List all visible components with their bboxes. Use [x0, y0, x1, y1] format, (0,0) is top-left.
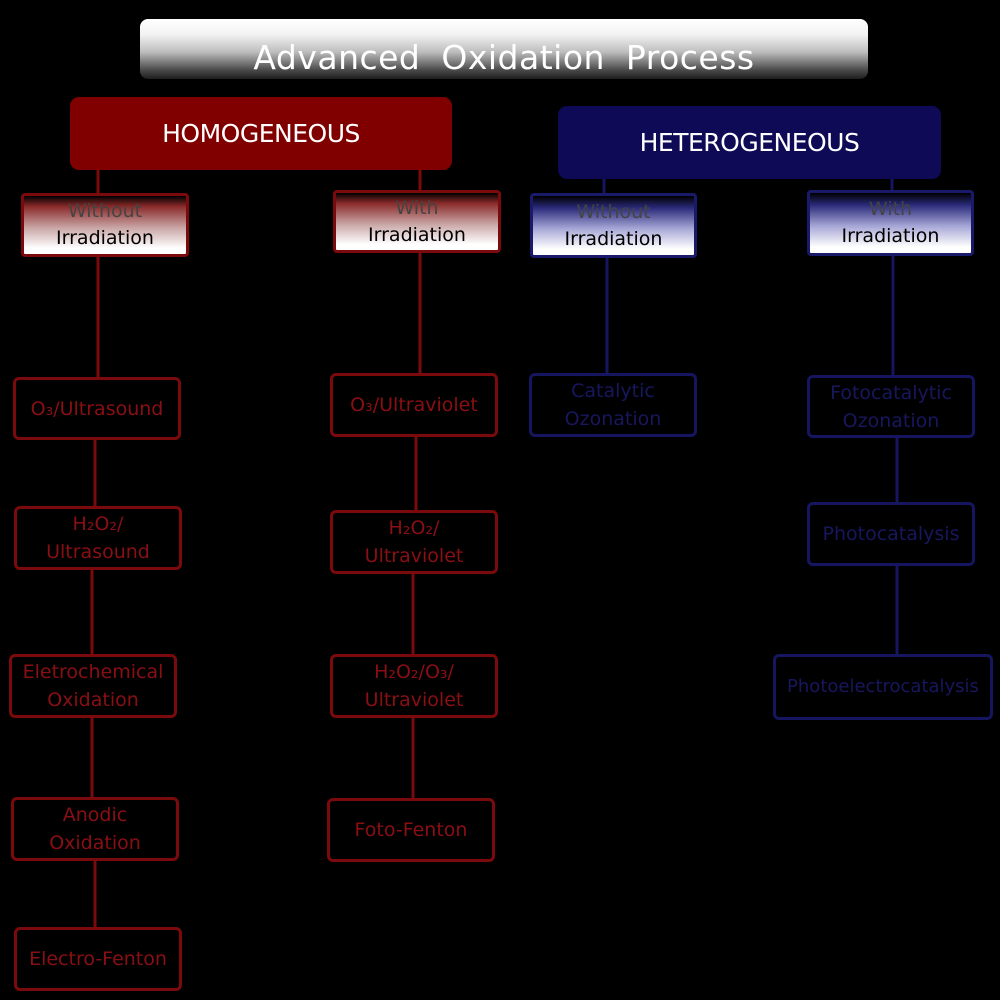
leaf-h2o2-ultrasound: H₂O₂/ Ultrasound: [14, 506, 182, 570]
branch-label-line1: With: [395, 196, 439, 219]
leaf-h2o2-o3-ultraviolet: H₂O₂/O₃/ Ultraviolet: [330, 654, 498, 718]
leaf-label: Photocatalysis: [822, 523, 960, 545]
leaf-label-line2: Ultrasound: [46, 541, 150, 563]
leaf-label-line1: Fotocatalytic: [830, 381, 952, 404]
branch-label-line2: Irradiation: [368, 223, 466, 246]
branch-label-line1: With: [868, 198, 913, 220]
leaf-label-line1: Anodic: [62, 804, 128, 826]
branch-heterogeneous-with-irradiation: With Irradiation: [807, 190, 974, 256]
leaf-label-line2: Oxidation: [49, 832, 141, 854]
leaf-label-line1: Catalytic: [571, 380, 655, 402]
leaf-label: O₃/Ultrasound: [30, 397, 164, 420]
branch-heterogeneous-without-irradiation: Without Irradiation: [530, 193, 697, 258]
leaf-label-line2: Ozonation: [564, 408, 662, 430]
leaf-label-line2: Oxidation: [47, 689, 139, 711]
leaf-photoelectrocatalysis: Photoelectrocatalysis: [773, 654, 993, 720]
leaf-o3-ultrasound: O₃/Ultrasound: [13, 377, 181, 440]
leaf-label: Photoelectrocatalysis: [787, 676, 979, 697]
leaf-label-line2: Ozonation: [842, 409, 940, 432]
leaf-label: O₃/Ultraviolet: [350, 394, 478, 416]
leaf-label-line1: Eletrochemical: [22, 661, 164, 683]
leaf-label-line1: H₂O₂/: [388, 517, 440, 539]
leaf-label-line1: H₂O₂/O₃/: [374, 661, 454, 683]
leaf-label: Electro-Fenton: [29, 948, 167, 970]
category-homogeneous: HOMOGENEOUS: [70, 97, 452, 170]
category-heterogeneous: HETEROGENEOUS: [558, 106, 941, 179]
leaf-anodic-oxidation: Anodic Oxidation: [11, 797, 179, 861]
leaf-o3-ultraviolet: O₃/Ultraviolet: [330, 373, 498, 437]
leaf-h2o2-ultraviolet: H₂O₂/ Ultraviolet: [330, 510, 498, 574]
branch-label-line1: Without: [576, 200, 651, 223]
category-homogeneous-label: HOMOGENEOUS: [162, 119, 360, 148]
leaf-fotocatalytic-ozonation: Fotocatalytic Ozonation: [807, 375, 975, 438]
leaf-label-line2: Ultraviolet: [364, 545, 464, 567]
leaf-electro-fenton: Electro-Fenton: [14, 927, 182, 991]
branch-homogeneous-with-irradiation: With Irradiation: [333, 190, 501, 253]
diagram-title: Advanced Oxidation Process: [140, 19, 868, 79]
branch-label-line1: Without: [67, 200, 143, 222]
category-heterogeneous-label: HETEROGENEOUS: [639, 128, 860, 157]
leaf-foto-fenton: Foto-Fenton: [327, 798, 495, 862]
branch-label-line2: Irradiation: [564, 227, 663, 250]
leaf-label-line2: Ultraviolet: [364, 689, 464, 711]
leaf-electrochemical-oxidation: Eletrochemical Oxidation: [9, 654, 177, 718]
leaf-photocatalysis: Photocatalysis: [807, 502, 975, 566]
leaf-label: Foto-Fenton: [354, 819, 468, 841]
leaf-label-line1: H₂O₂/: [72, 513, 124, 535]
branch-homogeneous-without-irradiation: Without Irradiation: [21, 193, 189, 257]
leaf-catalytic-ozonation: Catalytic Ozonation: [529, 373, 697, 437]
branch-label-line2: Irradiation: [56, 227, 154, 249]
branch-label-line2: Irradiation: [841, 225, 940, 247]
